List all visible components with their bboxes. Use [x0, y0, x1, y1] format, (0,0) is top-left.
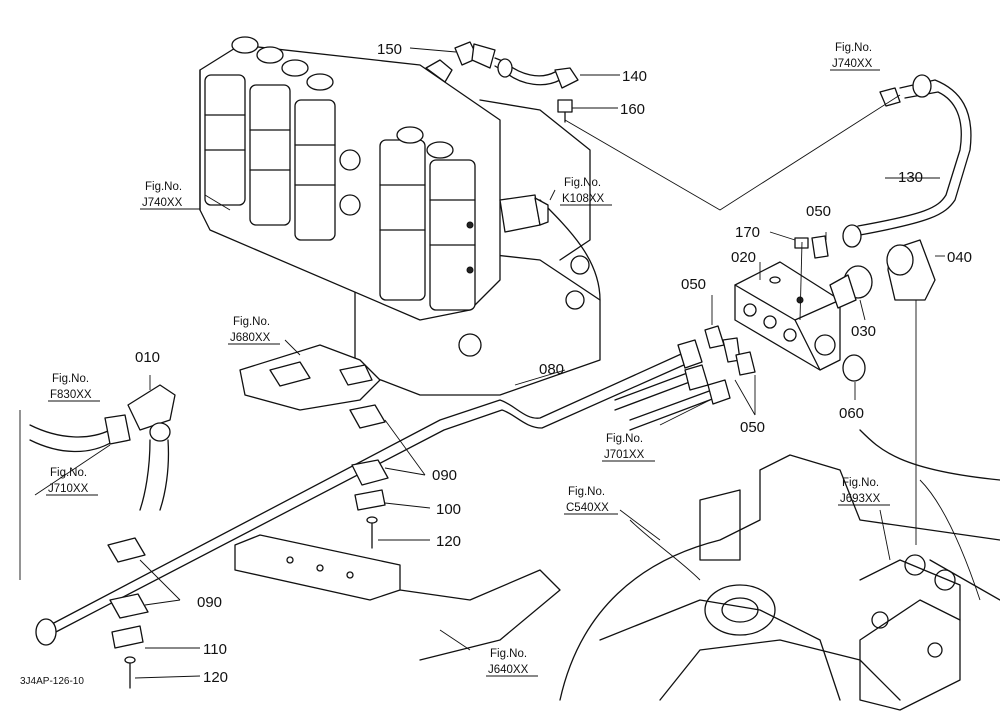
fig-ref-j740-left: Fig.No. J740XX: [140, 181, 200, 210]
svg-text:K108XX: K108XX: [562, 193, 605, 205]
part-010-label: 010: [135, 349, 160, 366]
part-020-label: 020: [731, 249, 756, 266]
pipe-080: [35, 339, 703, 646]
lower-right-housing: [559, 429, 1000, 711]
part-080-label: 080: [539, 361, 564, 378]
clamp-bracket-lower: [107, 534, 561, 689]
svg-text:Fig.No.: Fig.No.: [606, 433, 643, 445]
figure-references: Fig.No. J740XX Fig.No. J740XX Fig.No. K1…: [46, 42, 890, 677]
part-050-top-label: 050: [806, 203, 831, 220]
leader-lines: [19, 47, 945, 679]
part-120-lower-label: 120: [203, 669, 228, 686]
part-040-label: 040: [947, 249, 972, 266]
svg-text:Fig.No.: Fig.No.: [52, 373, 89, 385]
fig-ref-f830: Fig.No. F830XX: [48, 373, 100, 402]
svg-text:Fig.No.: Fig.No.: [233, 316, 270, 328]
part-110-label: 110: [203, 641, 227, 658]
part-labels: 150 140 160 130 170 050 020 040 050 030 …: [135, 41, 972, 686]
manifold-block-020: [734, 261, 841, 371]
clamp-bracket-upper: [239, 344, 389, 549]
part-030-label: 030: [851, 323, 876, 340]
part-130-label: 130: [898, 169, 923, 186]
svg-text:Fig.No.: Fig.No.: [490, 648, 527, 660]
svg-text:J680XX: J680XX: [230, 332, 271, 344]
svg-text:J693XX: J693XX: [840, 493, 881, 505]
fig-ref-j640: Fig.No. J640XX: [486, 648, 538, 677]
fig-ref-j710: Fig.No. J710XX: [46, 467, 98, 496]
control-valve-assembly: [199, 36, 549, 321]
diagram-code: 3J4AP-126-10: [20, 676, 84, 687]
fittings-right: [704, 235, 936, 382]
pipe-140-assembly: [425, 41, 579, 123]
fig-ref-k108: Fig.No. K108XX: [560, 177, 612, 206]
svg-text:J710XX: J710XX: [48, 483, 89, 495]
part-160-label: 160: [620, 101, 645, 118]
svg-text:J740XX: J740XX: [832, 58, 873, 70]
svg-text:F830XX: F830XX: [50, 389, 92, 401]
fig-ref-j693: Fig.No. J693XX: [838, 477, 890, 506]
part-170-label: 170: [735, 224, 760, 241]
part-140-label: 140: [622, 68, 647, 85]
svg-text:Fig.No.: Fig.No.: [564, 177, 601, 189]
part-090-lower-label: 090: [197, 594, 222, 611]
fig-ref-j680: Fig.No. J680XX: [228, 316, 280, 345]
fig-ref-j740-top: Fig.No. J740XX: [830, 42, 880, 71]
part-100-label: 100: [436, 501, 461, 518]
fig-ref-c540: Fig.No. C540XX: [564, 486, 618, 515]
part-050-bottom-label: 050: [740, 419, 765, 436]
svg-text:Fig.No.: Fig.No.: [835, 42, 872, 54]
svg-text:Fig.No.: Fig.No.: [50, 467, 87, 479]
svg-text:J640XX: J640XX: [488, 664, 529, 676]
part-120-upper-label: 120: [436, 533, 461, 550]
fig-ref-j701: Fig.No. J701XX: [602, 433, 655, 462]
svg-text:Fig.No.: Fig.No.: [145, 181, 182, 193]
part-050-left-label: 050: [681, 276, 706, 293]
svg-text:Fig.No.: Fig.No.: [842, 477, 879, 489]
part-090-upper-label: 090: [432, 467, 457, 484]
svg-text:Fig.No.: Fig.No.: [568, 486, 605, 498]
tee-fitting-010: [29, 384, 176, 511]
pipe-130: [842, 74, 972, 248]
part-060-label: 060: [839, 405, 864, 422]
svg-text:J740XX: J740XX: [142, 197, 183, 209]
twin-pipes-j701: [614, 364, 731, 431]
svg-text:J701XX: J701XX: [604, 449, 645, 461]
part-150-label: 150: [377, 41, 402, 58]
svg-text:C540XX: C540XX: [566, 502, 609, 514]
